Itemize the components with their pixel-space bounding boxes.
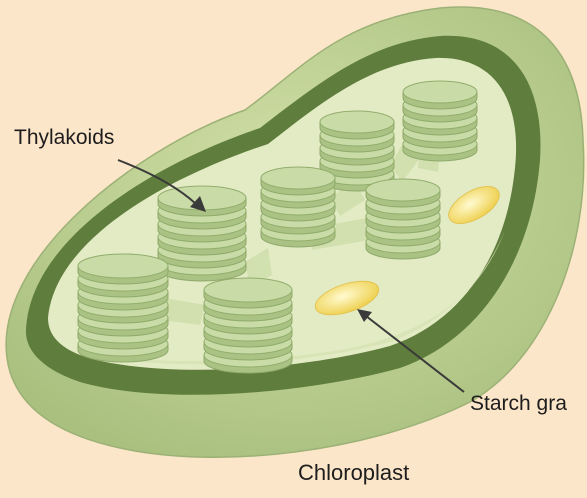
thylakoid-disc (403, 81, 477, 103)
thylakoids-label: Thylakoids (14, 126, 114, 150)
granum (78, 254, 168, 362)
granum (403, 81, 477, 161)
thylakoid-disc (320, 111, 394, 133)
diagram-title: Chloroplast (298, 460, 409, 486)
thylakoid-disc (261, 167, 335, 189)
granum (261, 167, 335, 247)
starch-grain-label: Starch gra (470, 392, 567, 416)
thylakoid-disc (366, 179, 440, 201)
granum (158, 186, 246, 281)
granum (204, 278, 292, 373)
granum (366, 179, 440, 259)
thylakoid-disc (204, 278, 292, 302)
thylakoid-disc (78, 254, 168, 278)
